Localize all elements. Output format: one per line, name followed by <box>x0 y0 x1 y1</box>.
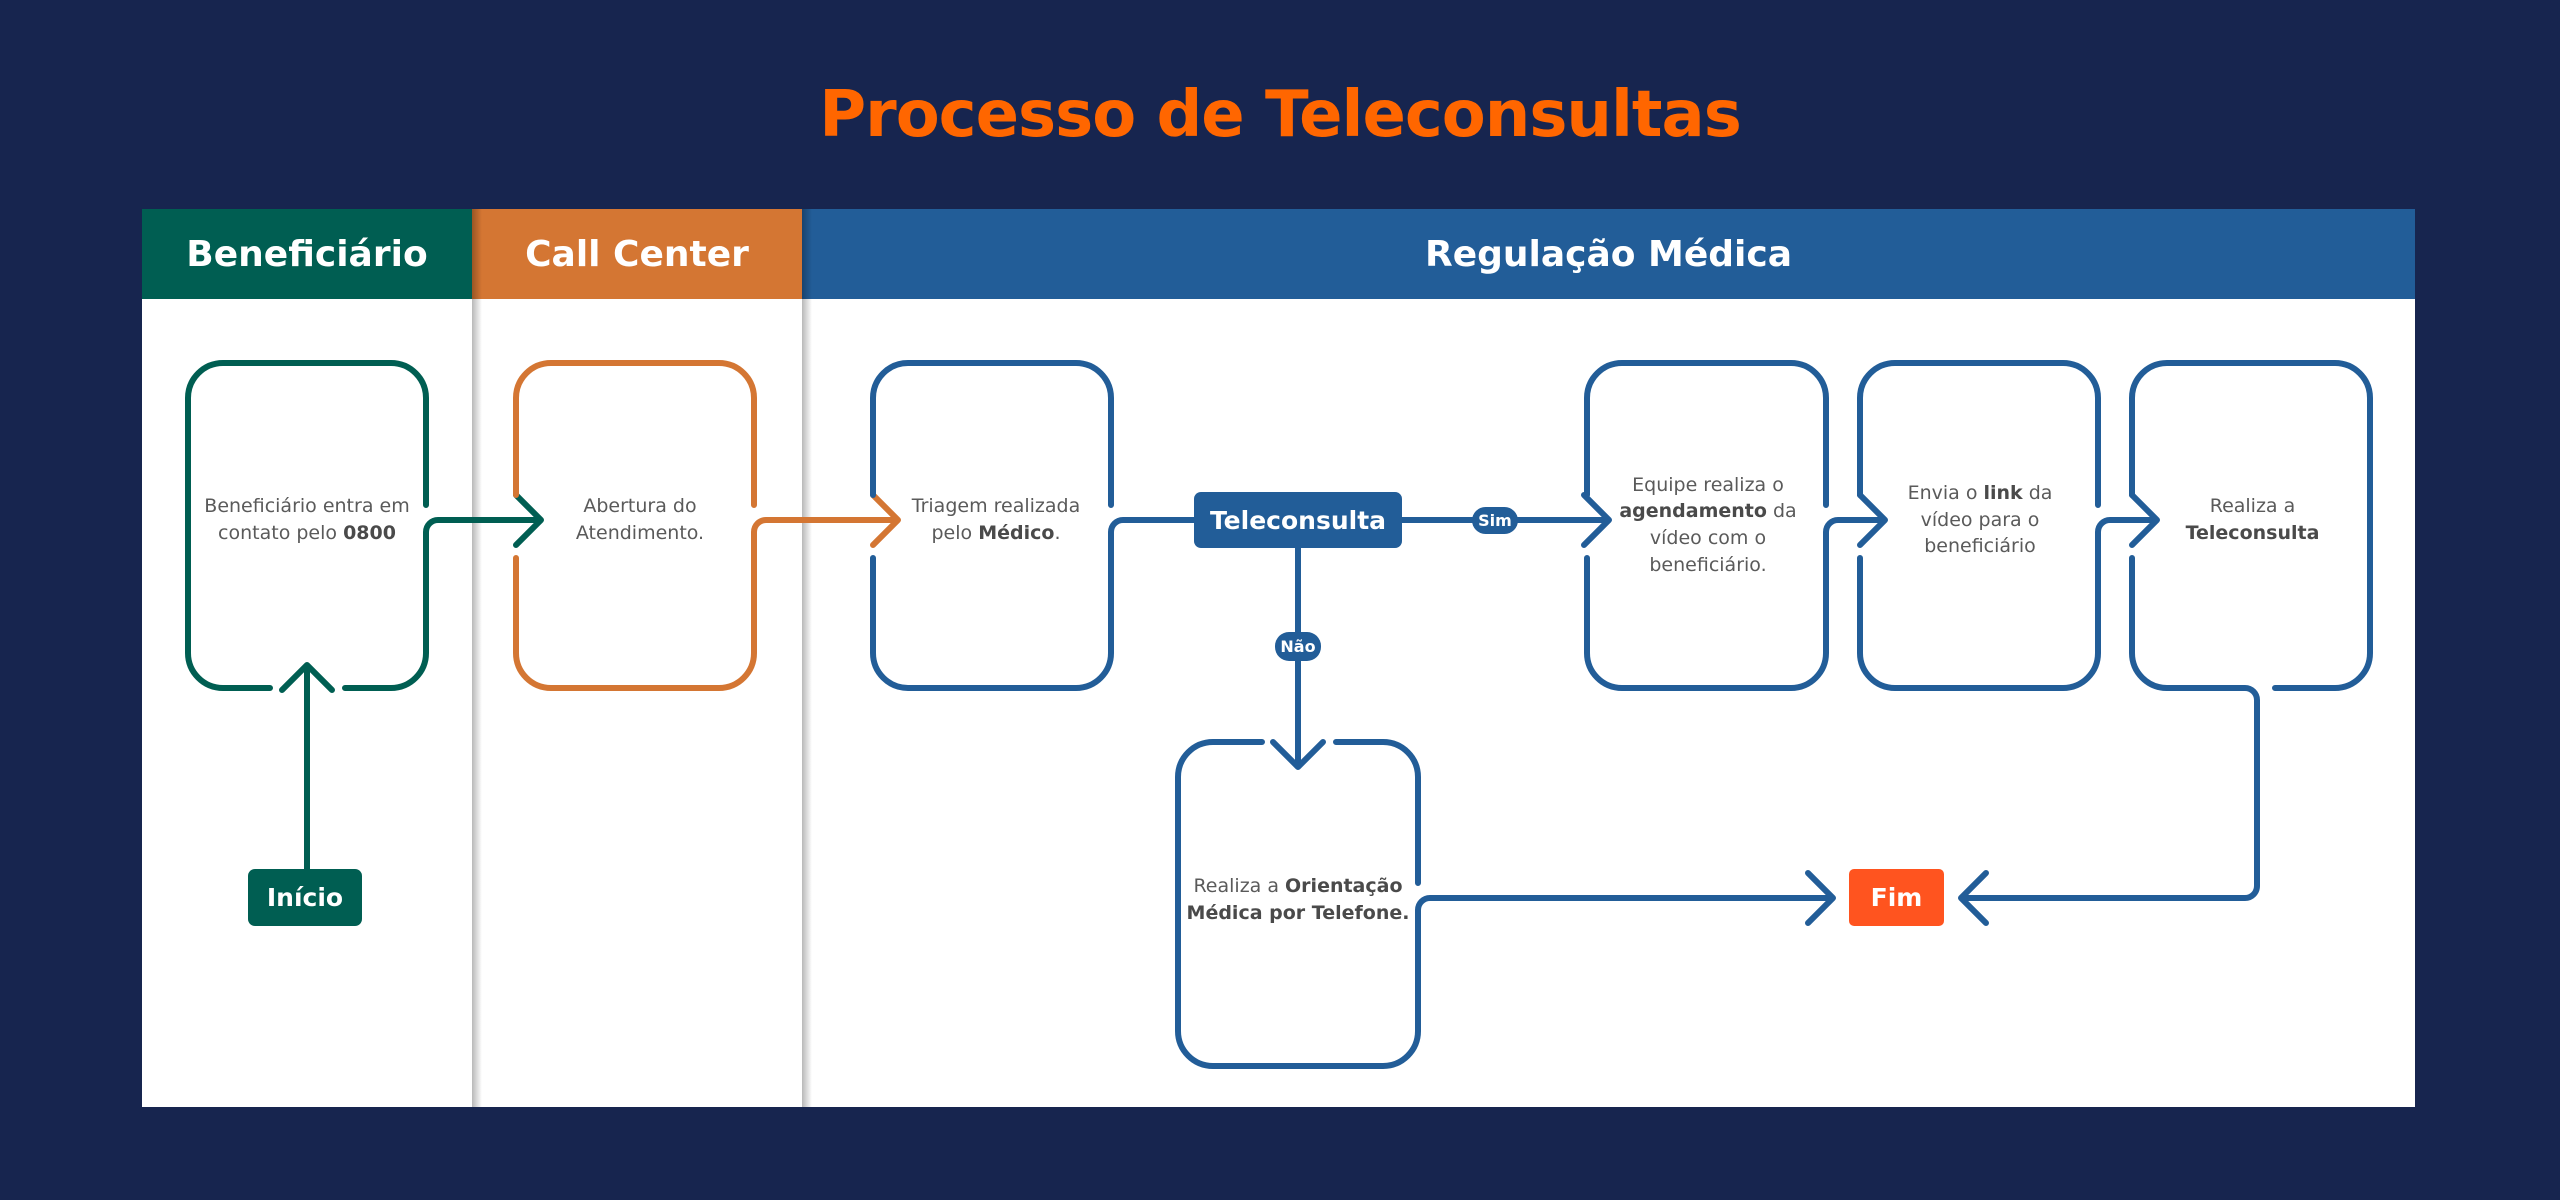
arrowhead <box>1958 870 1989 926</box>
end-node: Fim <box>1849 869 1944 926</box>
arrowhead <box>1581 492 1612 548</box>
step-box-envia-link <box>1857 360 2101 691</box>
step-box-contact <box>185 360 429 691</box>
arrowhead <box>1270 739 1326 770</box>
lane-divider <box>472 209 482 1107</box>
swimlane-board: Beneficiário Call Center Regulação Médic… <box>142 209 2415 1107</box>
lane-label: Beneficiário <box>186 233 428 275</box>
arrow-link-to-teleconsulta <box>2095 517 2155 541</box>
step-text-abertura: Abertura do Atendimento. <box>575 495 705 544</box>
step-text-contact: Beneficiário entra em contato pelo 0800 <box>204 495 410 544</box>
step-box-agendamento <box>1584 360 1829 691</box>
arrow-call-center-to-triagem <box>751 492 901 548</box>
arrow-teleconsulta-to-fim <box>1963 685 2260 901</box>
arrow-orientacao-to-fim <box>1415 895 1831 919</box>
step-text-triagem: Triagem realizada pelo Médico. <box>911 495 1081 544</box>
step-box-abertura <box>513 360 757 691</box>
step-text-realiza-teleconsulta: Realiza a Teleconsulta <box>2185 495 2320 544</box>
arrowhead <box>1857 492 1888 548</box>
start-node: Início <box>248 869 362 926</box>
branch-label-nao: Não <box>1275 632 1321 661</box>
lane-header-regulacao-medica: Regulação Médica <box>802 209 2415 299</box>
arrow-triagem-to-decision <box>1108 517 1197 541</box>
decision-node-teleconsulta: Teleconsulta <box>1194 492 1402 548</box>
arrowhead <box>2129 492 2160 548</box>
lane-label: Call Center <box>525 233 749 275</box>
arrow-contact-to-call-center <box>423 492 544 548</box>
lane-divider <box>802 209 812 1107</box>
step-text-orientacao: Realiza a Orientação Médica por Telefone… <box>1186 875 1410 924</box>
lane-header-call-center: Call Center <box>472 209 802 299</box>
step-box-orientacao <box>1175 739 1421 1069</box>
page-title: Processo de Teleconsultas <box>819 78 1742 152</box>
step-text-agendamento: Equipe realiza o agendamento da vídeo co… <box>1619 473 1797 576</box>
step-box-triagem <box>870 360 1114 691</box>
arrow-agendamento-to-link <box>1823 517 1883 541</box>
lane-header-beneficiario: Beneficiário <box>142 209 472 299</box>
arrow-inicio-to-contact <box>279 662 335 872</box>
lane-label: Regulação Médica <box>1424 233 1793 275</box>
arrowhead <box>1805 870 1836 926</box>
step-box-realiza-teleconsulta <box>2129 360 2373 691</box>
branch-label-sim: Sim <box>1472 507 1518 534</box>
step-text-envia-link: Envia o link da vídeo para o beneficiári… <box>1907 482 2053 558</box>
